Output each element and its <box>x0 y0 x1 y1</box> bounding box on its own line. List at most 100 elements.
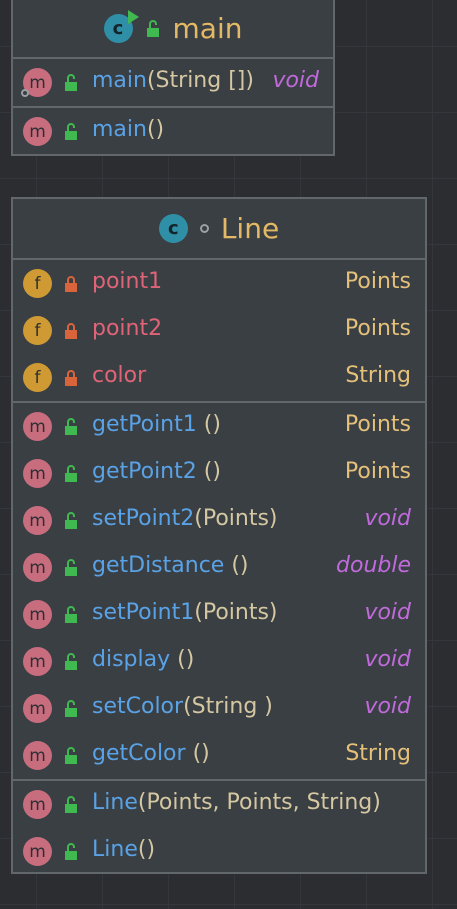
class-header: c main <box>13 0 333 59</box>
member-name: setColor <box>92 694 184 719</box>
member-type: void <box>272 68 319 93</box>
member-name: getPoint2 <box>92 459 197 484</box>
method-row[interactable]: m Line() <box>13 828 425 875</box>
member-signature: Line(Points, Points, String) <box>92 790 381 815</box>
member-name: main <box>92 68 147 93</box>
public-lock-icon <box>65 747 77 764</box>
package-visibility-icon <box>199 224 209 233</box>
member-signature: point1 <box>92 269 162 294</box>
static-marker-icon <box>21 89 29 97</box>
member-name: setPoint1 <box>92 600 195 625</box>
class-title: Line <box>220 212 280 245</box>
public-lock-icon <box>65 465 77 482</box>
method-icon: m <box>23 647 52 676</box>
field-icon: f <box>23 363 52 392</box>
member-params: (String []) <box>146 68 254 93</box>
field-row[interactable]: f color String <box>13 354 425 401</box>
method-row[interactable]: m display () void <box>13 638 425 685</box>
member-type: Points <box>344 459 411 484</box>
public-lock-icon <box>65 796 77 813</box>
method-row[interactable]: m getDistance () double <box>13 544 425 591</box>
public-lock-icon <box>146 19 159 37</box>
class-title: main <box>172 12 243 45</box>
method-row[interactable]: m getPoint2 () Points <box>13 450 425 497</box>
member-params: () <box>137 837 156 862</box>
method-row[interactable]: m setColor(String ) void <box>13 685 425 732</box>
member-params: () <box>146 117 165 142</box>
member-signature: main(String []) <box>92 68 254 93</box>
method-icon: m <box>23 837 52 866</box>
member-name: point2 <box>92 316 163 341</box>
member-signature: getDistance () <box>92 553 249 578</box>
member-params: (Points, Points, String) <box>137 790 381 815</box>
method-icon: m <box>23 459 52 488</box>
member-type: Points <box>344 412 411 437</box>
method-icon: m <box>23 506 52 535</box>
method-icon: m <box>23 553 52 582</box>
member-name: main <box>92 117 147 142</box>
member-params: () <box>196 459 221 484</box>
private-lock-icon <box>65 370 77 386</box>
member-type: void <box>364 600 411 625</box>
public-lock-icon <box>65 418 77 435</box>
class-header: c Line <box>13 199 425 260</box>
member-signature: main() <box>92 117 164 142</box>
public-lock-icon <box>65 559 77 576</box>
member-signature: setColor(String ) <box>92 694 273 719</box>
public-lock-icon <box>65 700 77 717</box>
class-icon: c <box>158 214 188 243</box>
member-params: (Points) <box>194 600 278 625</box>
method-row[interactable]: m setPoint1(Points) void <box>13 591 425 638</box>
method-row[interactable]: m setPoint2(Points) void <box>13 497 425 544</box>
member-name: getColor <box>92 741 186 766</box>
field-icon: f <box>23 316 52 345</box>
public-lock-icon <box>65 123 77 140</box>
member-signature: getColor () <box>92 741 210 766</box>
member-signature: color <box>92 363 146 388</box>
member-name: Line <box>92 837 138 862</box>
class-icon: c <box>103 10 139 43</box>
method-icon: m <box>23 600 52 629</box>
member-params: () <box>224 553 249 578</box>
member-params: () <box>196 412 221 437</box>
member-name: display <box>92 647 171 672</box>
public-lock-icon <box>65 653 77 670</box>
member-params: () <box>170 647 195 672</box>
member-signature: Line() <box>92 837 155 862</box>
member-type: double <box>336 553 411 578</box>
member-signature: display () <box>92 647 194 672</box>
private-lock-icon <box>65 323 77 339</box>
method-icon: m <box>23 741 52 770</box>
member-type: void <box>364 506 411 531</box>
member-type: Points <box>344 269 411 294</box>
method-row[interactable]: m Line(Points, Points, String) <box>13 781 425 828</box>
member-params: () <box>185 741 210 766</box>
member-type: void <box>364 694 411 719</box>
method-icon: m <box>23 694 52 723</box>
public-lock-icon <box>65 606 77 623</box>
member-params: (Points) <box>194 506 278 531</box>
public-lock-icon <box>65 512 77 529</box>
member-type: void <box>364 647 411 672</box>
member-name: color <box>92 363 147 388</box>
run-icon <box>127 10 139 24</box>
public-lock-icon <box>65 843 77 860</box>
member-signature: setPoint1(Points) <box>92 600 278 625</box>
member-name: setPoint2 <box>92 506 195 531</box>
member-name: getDistance <box>92 553 225 578</box>
member-type: String <box>345 363 411 388</box>
member-name: Line <box>92 790 138 815</box>
method-icon: m <box>23 790 52 819</box>
